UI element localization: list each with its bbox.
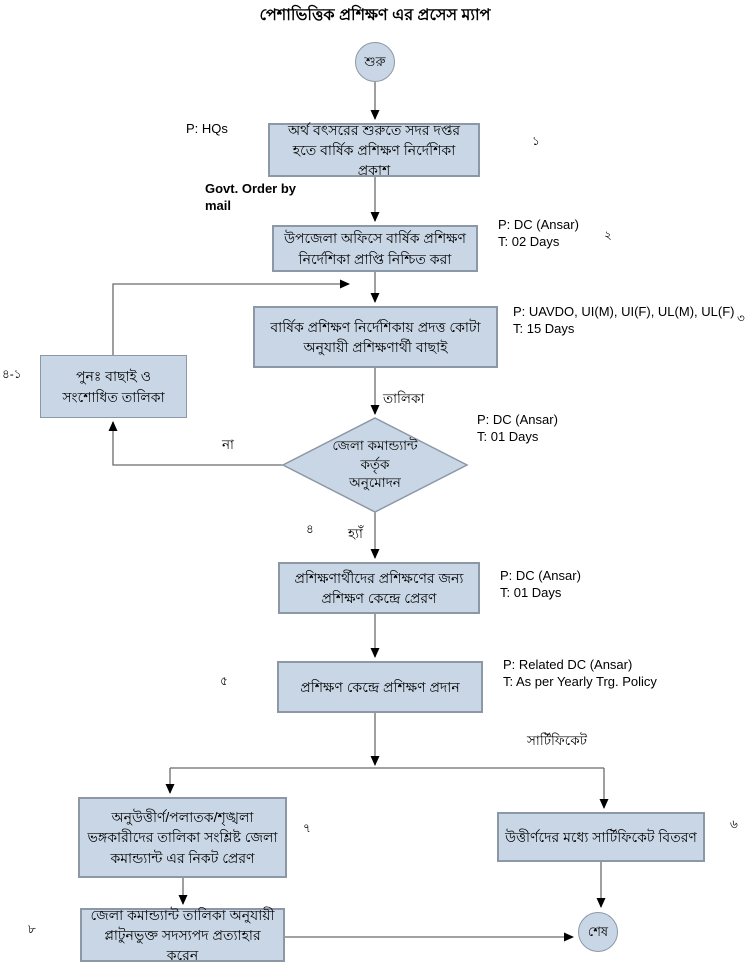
end-node: শেষ: [578, 912, 618, 952]
edge-label-no: না: [222, 437, 234, 452]
step-number-7: ৭: [303, 821, 311, 835]
process-box-step1: অর্থ বৎসরের শুরুতে সদর দপ্তর হতে বার্ষিক…: [268, 122, 480, 178]
step-number-4: ৪: [306, 522, 314, 536]
rework-box: পুনঃ বাছাই ও সংশোধিত তালিকা: [40, 355, 187, 418]
process-box-step2: উপজেলা অফিসে বার্ষিক প্রশিক্ষণ নির্দেশিক…: [272, 225, 478, 272]
process-box-step7: অনুউত্তীর্ণ/পলাতক/শৃঙ্খলা ভঙ্গকারীদের তা…: [78, 797, 287, 878]
edge-label-certificate: সার্টিফিকেট: [527, 733, 588, 748]
process-box-step4: প্রশিক্ষণার্থীদের প্রশিক্ষণের জন্য প্রশি…: [278, 562, 480, 614]
annotation-step1-performer: P: HQs: [186, 121, 228, 136]
annotation-decision-performer: P: DC (Ansar) T: 01 Days: [477, 412, 558, 444]
step-number-3: ৩: [737, 311, 745, 325]
process-box-step8: জেলা কমান্ড্যান্ট তালিকা অনুযায়ী প্লাটু…: [80, 907, 285, 963]
edge-label-yes: হ্যাঁ: [348, 526, 363, 541]
annotation-step2-performer: P: DC (Ansar) T: 02 Days: [498, 217, 579, 249]
edge-label-list: তালিকা: [383, 391, 425, 406]
connector-rework-to-merge: [112, 279, 350, 355]
annotation-govt-order: Govt. Order by mail: [205, 181, 297, 213]
decision-diamond: [281, 417, 469, 513]
step-number-5: ৫: [220, 674, 228, 688]
process-box-step5: প্রশিক্ষণ কেন্দ্রে প্রশিক্ষণ প্রদান: [277, 661, 483, 713]
connector-decision-no-to-rework: [108, 421, 283, 466]
start-node: শুরু: [355, 42, 395, 82]
annotation-step4-performer: P: DC (Ansar) T: 01 Days: [500, 568, 581, 600]
annotation-step3-performer: P: UAVDO, UI(M), UI(F), UL(M), UL(F) T: …: [513, 304, 735, 336]
step-number-4-1: ৪-১: [2, 367, 22, 381]
decision-label: জেলা কমান্ড্যান্ট কর্তৃক অনুমোদন: [332, 437, 418, 491]
step-number-8: ৮: [28, 922, 36, 936]
process-box-step3: বার্ষিক প্রশিক্ষণ নির্দেশিকায় প্রদত্ত ক…: [253, 306, 498, 368]
page-title: পেশাভিত্তিক প্রশিক্ষণ এর প্রসেস ম্যাপ: [259, 7, 491, 24]
step-number-2: ২: [604, 228, 612, 242]
step-number-6: ৬: [730, 817, 738, 831]
process-box-step6: উত্তীর্ণদের মধ্যে সার্টিফিকেট বিতরণ: [497, 812, 705, 862]
annotation-step5-performer: P: Related DC (Ansar) T: As per Yearly T…: [503, 657, 657, 689]
step-number-1: ১: [532, 134, 540, 148]
